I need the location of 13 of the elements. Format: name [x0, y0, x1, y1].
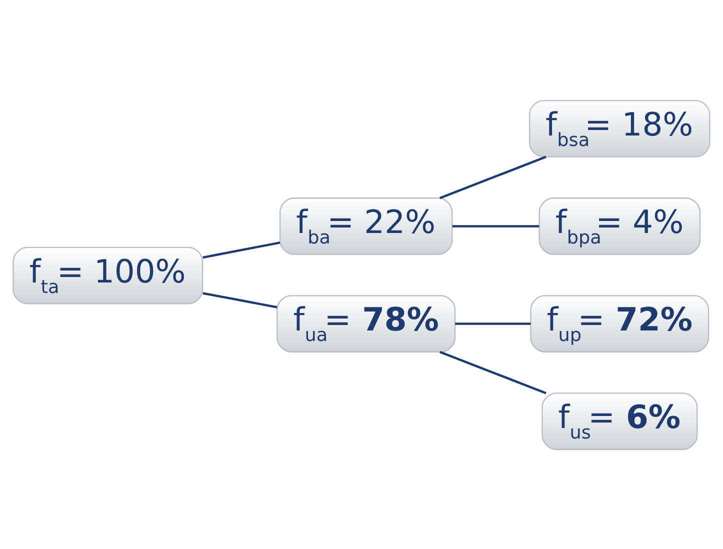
- node-box: f$_{bpa}$= 4%: [538, 197, 701, 254]
- connector: [440, 155, 546, 199]
- node-box: f$_{ua}$= 78%: [276, 294, 456, 352]
- node-box: f$_{bsa}$= 18%: [529, 100, 710, 157]
- connector: [440, 350, 546, 394]
- connector: [455, 322, 531, 324]
- node-box: f$_{ta}$= 100%: [12, 246, 204, 304]
- connector: [202, 240, 280, 258]
- connector: [202, 292, 278, 308]
- connector: [452, 224, 540, 227]
- node-box: f$_{us}$= 6%: [542, 392, 698, 450]
- node-box: f$_{ba}$= 22%: [279, 197, 453, 254]
- node-box: f$_{up}$= 72%: [530, 294, 710, 352]
